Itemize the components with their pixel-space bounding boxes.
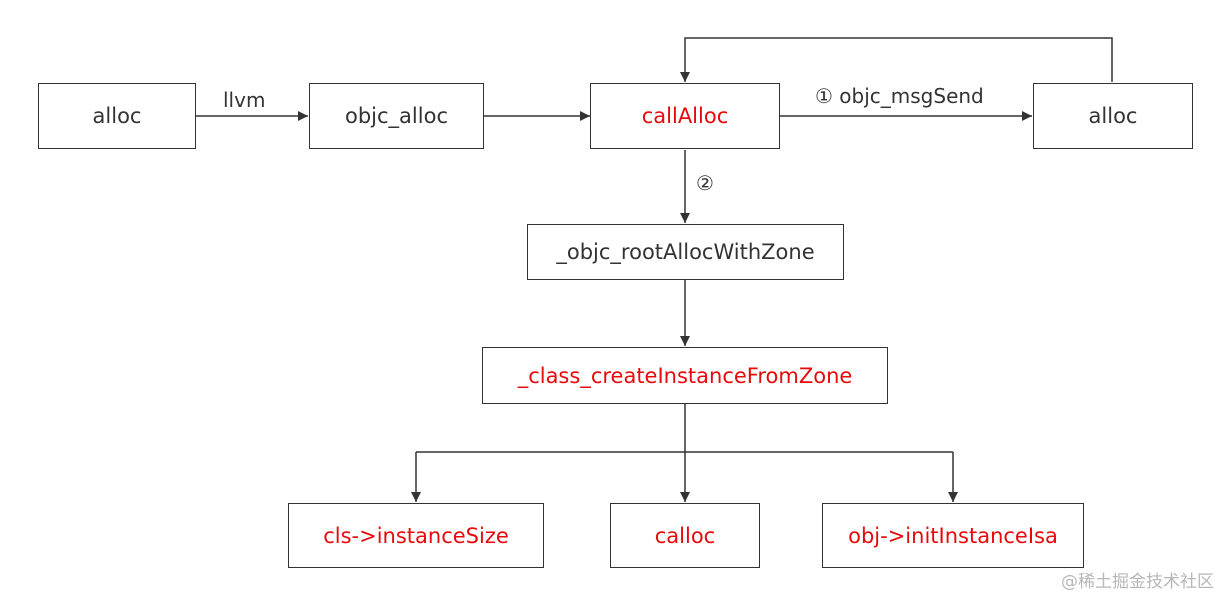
- node-alloc-start: alloc: [38, 83, 196, 149]
- edge-label-llvm: llvm: [223, 88, 266, 112]
- edge-alloc-loop-back: [680, 37, 1113, 82]
- edge-label-root: ②: [696, 171, 714, 195]
- node-create-instance-from-zone: _class_createInstanceFromZone: [482, 347, 888, 404]
- watermark: @稀土掘金技术社区: [1061, 572, 1214, 592]
- node-callalloc: callAlloc: [590, 83, 780, 149]
- node-alloc-end: alloc: [1033, 83, 1193, 149]
- node-objc-alloc: objc_alloc: [309, 83, 484, 149]
- node-init-instance-isa: obj->initInstanceIsa: [822, 503, 1084, 568]
- node-root-alloc-with-zone: _objc_rootAllocWithZone: [527, 224, 844, 280]
- edge-label-msgsend: ① objc_msgSend: [815, 84, 984, 108]
- node-calloc: calloc: [610, 503, 760, 568]
- node-instance-size: cls->instanceSize: [288, 503, 544, 568]
